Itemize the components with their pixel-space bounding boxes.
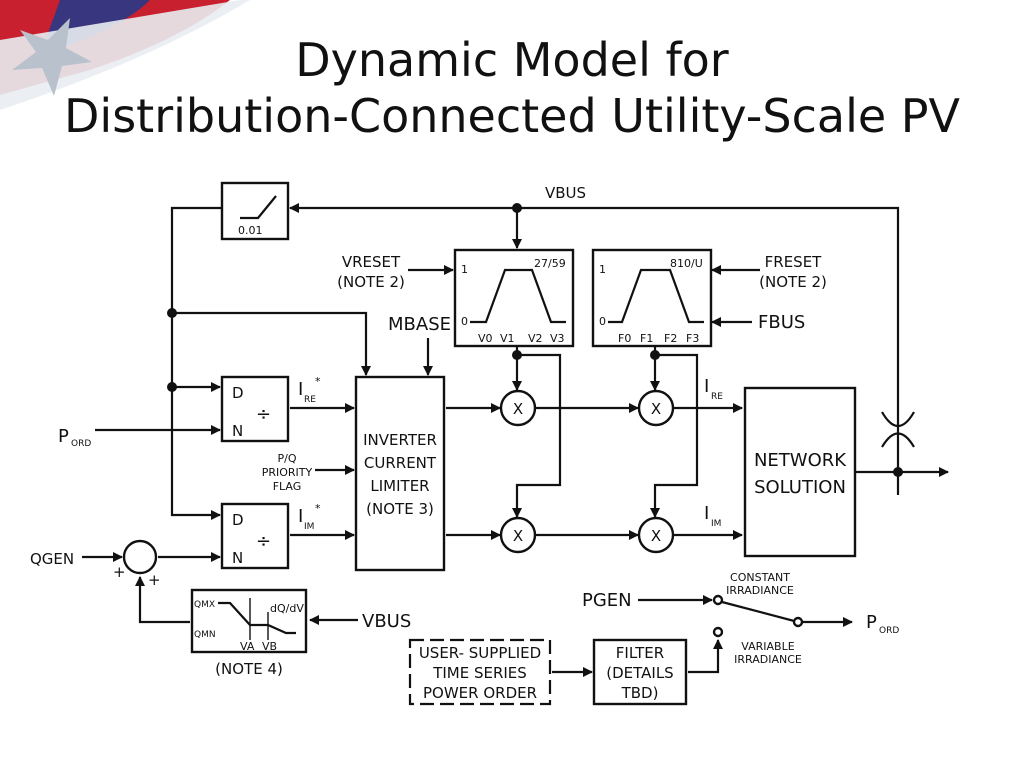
vbus-top-label: VBUS bbox=[545, 184, 586, 202]
pord-in-subscript: ORD bbox=[71, 439, 91, 449]
network-solution-block: NETWORK SOLUTION bbox=[743, 386, 857, 558]
network-line-1: NETWORK bbox=[754, 450, 847, 471]
qmn-label: QMN bbox=[194, 630, 216, 640]
title-line-2: Distribution-Connected Utility-Scale PV bbox=[64, 89, 960, 143]
user-supplied-block: USER- SUPPLIED TIME SERIES POWER ORDER bbox=[408, 638, 552, 706]
network-line-2: SOLUTION bbox=[754, 477, 846, 498]
divider-d-label: D bbox=[232, 384, 244, 402]
filter-block: FILTER (DETAILS TBD) bbox=[592, 638, 688, 706]
voltage-trip-block: 27/59 1 0 V0 V1 V2 V3 bbox=[453, 248, 575, 348]
pord-out-subscript: ORD bbox=[879, 626, 899, 636]
divide-icon: ÷ bbox=[256, 531, 271, 552]
vreset-label: VRESET bbox=[342, 253, 401, 271]
note-4-label: (NOTE 4) bbox=[215, 660, 283, 678]
divider-n-label: N bbox=[232, 549, 243, 567]
ire-label: I bbox=[704, 376, 709, 397]
divider-d-label: D bbox=[232, 511, 244, 529]
qgen-label: QGEN bbox=[30, 550, 74, 568]
tick-v3: V3 bbox=[550, 332, 565, 345]
filter-line-3: TBD) bbox=[621, 684, 659, 702]
ire-star-label: I bbox=[298, 379, 303, 400]
iim-star-subscript: IM bbox=[304, 522, 314, 532]
slide-title: Dynamic Model for Distribution-Connected… bbox=[0, 32, 1024, 144]
tick-v2: V2 bbox=[528, 332, 543, 345]
qmx-label: QMX bbox=[194, 600, 215, 610]
constant-irradiance-line-1: CONSTANT bbox=[730, 571, 790, 584]
fbus-label: FBUS bbox=[758, 312, 805, 333]
ire-star-subscript: RE bbox=[304, 395, 316, 405]
divider-block-real: D N ÷ bbox=[220, 375, 290, 443]
limiter-line-2: CURRENT bbox=[364, 454, 437, 472]
pord-in-label: P bbox=[58, 426, 69, 447]
ire-subscript: RE bbox=[711, 392, 723, 402]
tick-f2: F2 bbox=[664, 332, 677, 345]
pgen-label: PGEN bbox=[582, 590, 632, 611]
iim-star-label: I bbox=[298, 506, 303, 527]
title-line-1: Dynamic Model for bbox=[295, 33, 729, 87]
vb-label: VB bbox=[262, 640, 277, 653]
filter-line-2: (DETAILS bbox=[606, 664, 673, 682]
limiter-line-4: (NOTE 3) bbox=[366, 500, 434, 518]
pq-flag-line-1: P/Q bbox=[278, 452, 297, 465]
vreset-note-label: (NOTE 2) bbox=[337, 273, 405, 291]
vbus-bottom-label: VBUS bbox=[362, 611, 411, 632]
user-line-3: POWER ORDER bbox=[423, 684, 537, 702]
freset-note-label: (NOTE 2) bbox=[759, 273, 827, 291]
frequency-trip-block: 810/U 1 0 F0 F1 F2 F3 bbox=[591, 248, 713, 348]
freq-block-code: 810/U bbox=[670, 257, 703, 270]
irradiance-switch bbox=[712, 594, 804, 638]
mbase-label: MBASE bbox=[388, 314, 451, 335]
user-line-1: USER- SUPPLIED bbox=[419, 644, 541, 662]
iim-star-superscript: * bbox=[315, 502, 321, 515]
junction-dots bbox=[167, 203, 903, 477]
tick-f0: F0 bbox=[618, 332, 631, 345]
variable-irradiance-line-2: IRRADIANCE bbox=[734, 653, 802, 666]
voltage-block-one: 1 bbox=[461, 263, 468, 276]
tick-v1: V1 bbox=[500, 332, 515, 345]
multiplier-nodes: X X X X bbox=[499, 389, 675, 554]
freq-block-one: 1 bbox=[599, 263, 606, 276]
constant-irradiance-line-2: IRRADIANCE bbox=[726, 584, 794, 597]
tick-v0: V0 bbox=[478, 332, 493, 345]
inverter-current-limiter: INVERTER CURRENT LIMITER (NOTE 3) bbox=[354, 375, 446, 572]
tick-f1: F1 bbox=[640, 332, 653, 345]
multiply-icon: X bbox=[651, 527, 661, 545]
plus-sign-left: + bbox=[113, 563, 126, 581]
iim-label: I bbox=[704, 503, 709, 524]
user-line-2: TIME SERIES bbox=[432, 664, 527, 682]
multiply-icon: X bbox=[651, 400, 661, 418]
plus-sign-bottom: + bbox=[148, 571, 161, 589]
variable-irradiance-line-1: VARIABLE bbox=[741, 640, 794, 653]
filter-line-1: FILTER bbox=[616, 644, 664, 662]
low-limit-block: 0.01 bbox=[220, 181, 290, 241]
voltage-block-code: 27/59 bbox=[534, 257, 566, 270]
limiter-line-1: INVERTER bbox=[363, 431, 437, 449]
ire-star-superscript: * bbox=[315, 375, 321, 388]
pq-flag-line-2: PRIORITY bbox=[262, 466, 313, 479]
freset-label: FRESET bbox=[765, 253, 823, 271]
divider-n-label: N bbox=[232, 422, 243, 440]
flag-star-logo-icon bbox=[0, 0, 250, 110]
iim-subscript: IM bbox=[711, 519, 721, 529]
limit-gain-label: 0.01 bbox=[238, 224, 263, 237]
divide-icon: ÷ bbox=[256, 404, 271, 425]
voltage-block-zero: 0 bbox=[461, 315, 468, 328]
divider-block-imag: D N ÷ bbox=[220, 502, 290, 570]
tick-f3: F3 bbox=[686, 332, 699, 345]
multiply-icon: X bbox=[513, 527, 523, 545]
va-label: VA bbox=[240, 640, 255, 653]
qv-droop-block: QMX QMN dQ/dV VA VB bbox=[190, 588, 308, 654]
multiply-icon: X bbox=[513, 400, 523, 418]
pq-flag-line-3: FLAG bbox=[273, 480, 302, 493]
pord-out-label: P bbox=[866, 612, 877, 633]
dq-dv-label: dQ/dV bbox=[270, 602, 304, 615]
limiter-line-3: LIMITER bbox=[370, 477, 429, 495]
signal-wires bbox=[82, 203, 949, 677]
freq-block-zero: 0 bbox=[599, 315, 606, 328]
summing-junction: + + bbox=[113, 539, 161, 589]
